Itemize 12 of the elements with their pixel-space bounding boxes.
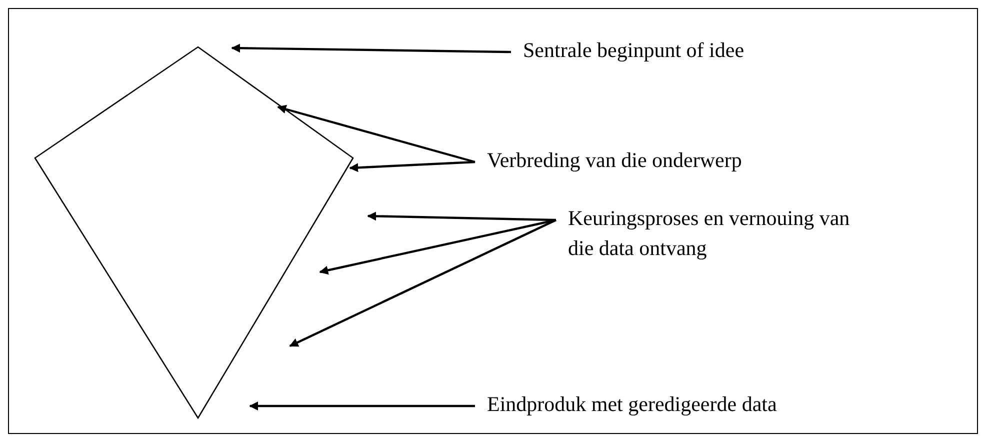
arrow <box>277 104 476 164</box>
stage-label: Sentrale beginpunt of idee <box>523 35 744 65</box>
arrow <box>319 218 556 275</box>
stage-label: Eindproduk met geredigeerde data <box>487 389 777 419</box>
arrow <box>367 212 556 222</box>
arrow <box>289 219 556 347</box>
stage-label: Keuringsproses en vernouing van die data ontvang <box>568 203 868 263</box>
arrow <box>231 44 512 54</box>
arrow <box>349 160 476 172</box>
kite-outline <box>34 46 354 420</box>
arrow <box>249 402 475 410</box>
stage-label: Verbreding van die onderwerp <box>487 145 742 175</box>
